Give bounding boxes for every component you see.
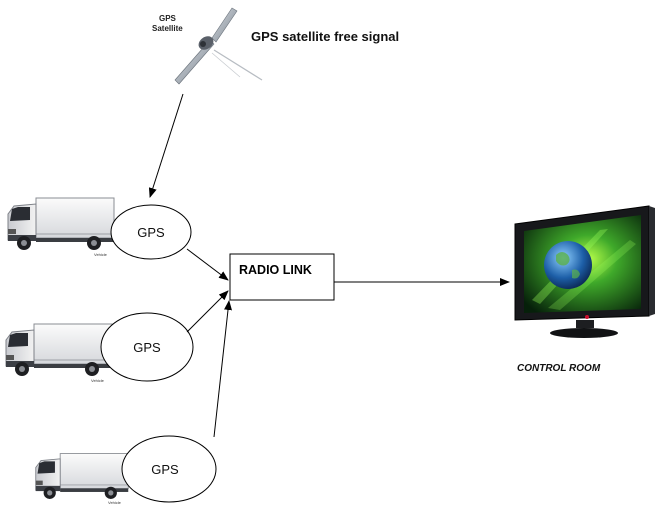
- vehicle-tag-3: Vehicle: [108, 500, 122, 505]
- gps-node-2: GPS: [100, 312, 194, 382]
- gps-label-1: GPS: [137, 225, 165, 240]
- arrow-gps1-to-radio: [186, 248, 229, 281]
- vehicle-tag-2: Vehicle: [91, 378, 105, 383]
- truck-icon-1: [7, 197, 115, 251]
- arrow-gps2-to-radio: [186, 290, 229, 333]
- satellite-label-line1: GPS: [159, 14, 177, 23]
- truck-icon-2: [5, 323, 113, 377]
- gps-label-2: GPS: [133, 340, 161, 355]
- monitor-icon: [514, 205, 655, 338]
- gps-node-1: GPS: [110, 204, 192, 260]
- signal-label: GPS satellite free signal: [251, 29, 399, 44]
- truck-icon-3: [35, 453, 129, 500]
- radio-link-label: RADIO LINK: [239, 263, 312, 277]
- vehicle-tag-1: Vehicle: [94, 252, 108, 257]
- satellite-label-line2: Satellite: [152, 24, 183, 33]
- gps-node-3: GPS: [121, 435, 217, 503]
- gps-label-3: GPS: [151, 462, 179, 477]
- control-room-label: CONTROL ROOM: [517, 363, 601, 374]
- arrow-gps3-to-radio: [213, 300, 232, 438]
- radio-link-box: RADIO LINK: [229, 253, 335, 301]
- arrow-satellite-to-gps: [148, 93, 184, 198]
- gps-satellite-icon: [174, 7, 263, 85]
